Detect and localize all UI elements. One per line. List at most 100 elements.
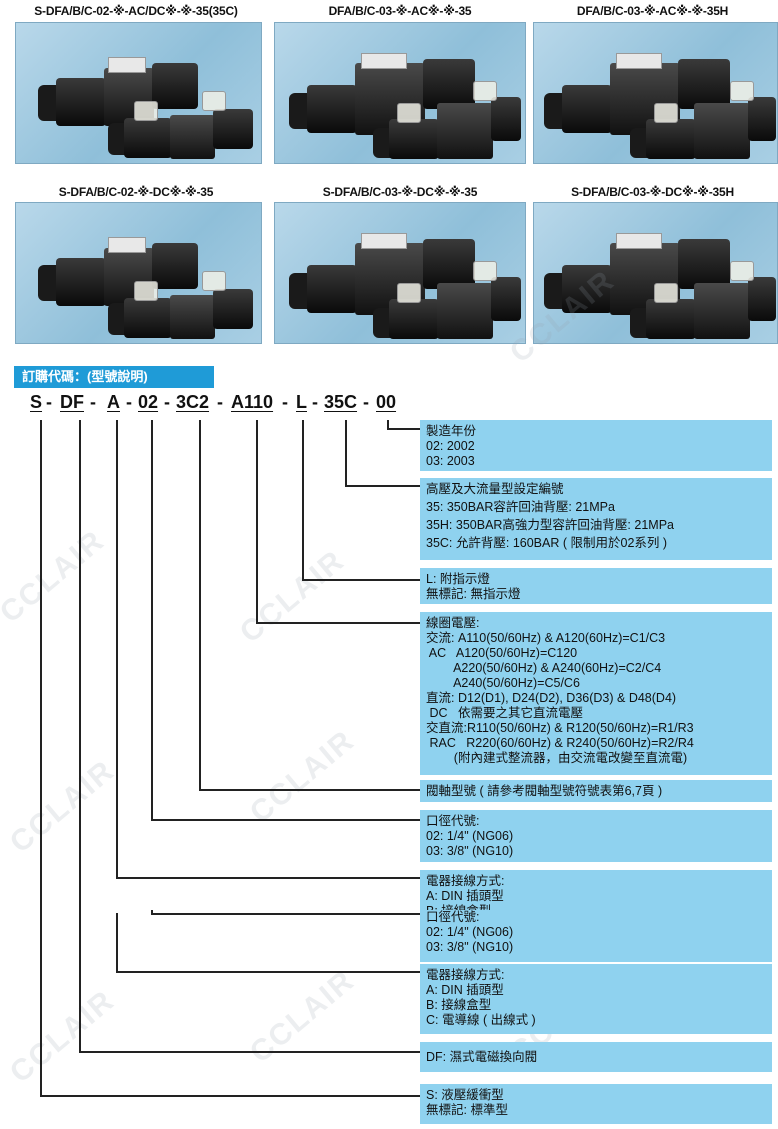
product-photo-6 xyxy=(533,202,778,344)
desc-line: AC A120(50/60Hz)=C120 xyxy=(426,646,578,660)
code-segment: A110 xyxy=(231,392,274,412)
desc-line: 閥軸型號 ( 請參考閥軸型號符號表第6,7頁 ) xyxy=(426,784,663,798)
code-separator: - xyxy=(90,392,96,412)
connector-line xyxy=(151,420,153,820)
section-title: 訂購代碼：(型號說明) xyxy=(14,366,214,388)
desc-line: 電器接線方式: xyxy=(426,874,505,888)
desc-spool-type: 閥軸型號 ( 請參考閥軸型號符號表第6,7頁 ) xyxy=(420,780,772,802)
code-separator: - xyxy=(164,392,170,412)
connector-line xyxy=(302,420,304,580)
watermark: CCLAIR xyxy=(3,983,121,1090)
watermark: CCLAIR xyxy=(243,723,361,830)
code-segment: 00 xyxy=(376,392,397,412)
desc-line: (附內建式整流器，由交流電改變至直流電) xyxy=(426,751,688,765)
desc-line: A240(50/60Hz)=C5/C6 xyxy=(426,676,580,690)
desc-line: 35H: 350BAR高強力型容許回油背壓: 21MPa xyxy=(426,518,674,532)
product-caption-2: DFA/B/C-03-※-AC※-※-35 xyxy=(328,4,472,18)
code-segment: DF xyxy=(60,392,84,412)
connector-line xyxy=(199,420,201,790)
connector-line xyxy=(79,1051,420,1053)
desc-valve-type: DF: 濕式電磁換向閥 xyxy=(420,1042,772,1072)
desc-line: 03: 3/8" (NG10) xyxy=(426,844,514,858)
connector-line xyxy=(116,420,118,878)
desc-line: 03: 2003 xyxy=(426,454,475,468)
desc-line: 02: 1/4" (NG06) xyxy=(426,829,514,843)
desc-line: 35C: 允許背壓: 160BAR ( 限制用於02系列 ) xyxy=(426,536,668,550)
desc-line: A: DIN 插頭型 xyxy=(426,889,504,903)
product-caption-5: S-DFA/B/C-03-※-DC※-※-35 xyxy=(322,185,478,199)
watermark: CCLAIR xyxy=(0,523,111,630)
desc-line: 線圈電壓: xyxy=(426,616,480,630)
desc-electrical-connection-overlap: 電器接線方式: A: DIN 插頭型 B: 接線盒型 口徑代號: 02: 1/4… xyxy=(420,870,772,962)
code-separator: - xyxy=(312,392,318,412)
connector-line xyxy=(256,420,258,623)
desc-line: 口徑代號: xyxy=(426,910,480,924)
product-caption-3: DFA/B/C-03-※-AC※-※-35H xyxy=(576,4,729,18)
connector-line xyxy=(79,420,81,1052)
code-separator: - xyxy=(46,392,52,412)
desc-pressure-setting: 高壓及大流量型設定編號 35: 350BAR容許回油背壓: 21MPa 35H:… xyxy=(420,478,772,560)
desc-line: A: DIN 插頭型 xyxy=(426,983,504,997)
desc-line: 電器接線方式: xyxy=(426,968,505,982)
product-caption-4: S-DFA/B/C-02-※-DC※-※-35 xyxy=(58,185,214,199)
desc-line: B: 接線盒型 xyxy=(426,904,766,910)
connector-line xyxy=(40,1095,420,1097)
desc-line: 交流: A110(50/60Hz) & A120(60Hz)=C1/C3 xyxy=(426,631,666,645)
code-segment: L xyxy=(296,392,307,412)
desc-line: DC 依需要之其它直流電壓 xyxy=(426,706,583,720)
product-caption-6: S-DFA/B/C-03-※-DC※-※-35H xyxy=(571,185,734,199)
connector-line xyxy=(256,622,420,624)
desc-line: C: 電導線 ( 出線式 ) xyxy=(426,1013,536,1027)
desc-line: RAC R220(60/60Hz) & R240(50/60Hz)=R2/R4 xyxy=(426,736,694,750)
product-photo-1 xyxy=(15,22,262,164)
connector-line xyxy=(151,913,420,915)
code-segment: 3C2 xyxy=(176,392,210,412)
desc-indicator-lamp: L: 附指示燈 無標記: 無指示燈 xyxy=(420,568,772,604)
product-caption-1: S-DFA/B/C-02-※-AC/DC※-※-35(35C) xyxy=(34,4,238,18)
desc-coil-voltage: 線圈電壓: 交流: A110(50/60Hz) & A120(60Hz)=C1/… xyxy=(420,612,772,775)
product-photo-4 xyxy=(15,202,262,344)
connector-line xyxy=(387,428,420,430)
connector-line xyxy=(151,819,420,821)
connector-line xyxy=(116,913,118,972)
desc-line: 02: 1/4" (NG06) xyxy=(426,925,514,939)
desc-line: A220(50/60Hz) & A240(60Hz)=C2/C4 xyxy=(426,661,662,675)
connector-line xyxy=(151,910,153,915)
desc-line: B: 接線盒型 xyxy=(426,998,492,1012)
code-separator: - xyxy=(126,392,132,412)
connector-line xyxy=(345,420,347,486)
connector-line xyxy=(116,971,420,973)
code-segment: S xyxy=(30,392,43,412)
connector-line xyxy=(199,789,420,791)
desc-port-size: 口徑代號: 02: 1/4" (NG06) 03: 3/8" (NG10) xyxy=(420,810,772,862)
desc-line: L: 附指示燈 xyxy=(426,572,490,586)
desc-line: 直流: D12(D1), D24(D2), D36(D3) & D48(D4) xyxy=(426,691,677,705)
code-separator: - xyxy=(217,392,223,412)
watermark: CCLAIR xyxy=(233,543,351,650)
desc-line: 無標記: 無指示燈 xyxy=(426,587,521,601)
connector-line xyxy=(302,579,420,581)
desc-line: 口徑代號: xyxy=(426,814,480,828)
connector-line xyxy=(116,877,420,879)
product-photo-2 xyxy=(274,22,526,164)
desc-line: 無標記: 標準型 xyxy=(426,1103,508,1117)
product-photo-5 xyxy=(274,202,526,344)
desc-line: 製造年份 xyxy=(426,424,477,438)
code-segment: 02 xyxy=(138,392,159,412)
desc-line: DF: 濕式電磁換向閥 xyxy=(426,1050,538,1064)
desc-shock-type: S: 液壓緩衝型 無標記: 標準型 xyxy=(420,1084,772,1124)
desc-line: 02: 2002 xyxy=(426,439,475,453)
desc-line: 03: 3/8" (NG10) xyxy=(426,940,514,954)
code-separator: - xyxy=(363,392,369,412)
desc-manufacture-year: 製造年份 02: 2002 03: 2003 xyxy=(420,420,772,471)
connector-line xyxy=(40,420,42,1096)
desc-electrical-connection: 電器接線方式: A: DIN 插頭型 B: 接線盒型 C: 電導線 ( 出線式 … xyxy=(420,964,772,1034)
connector-line xyxy=(345,485,420,487)
desc-line: S: 液壓緩衝型 xyxy=(426,1088,504,1102)
code-segment: 35C xyxy=(324,392,358,412)
connector-line xyxy=(387,420,389,430)
code-segment: A xyxy=(107,392,120,412)
desc-line: 高壓及大流量型設定編號 xyxy=(426,482,564,496)
watermark: CCLAIR xyxy=(243,963,361,1070)
desc-line: 交直流:R110(50/60Hz) & R120(50/60Hz)=R1/R3 xyxy=(426,721,694,735)
